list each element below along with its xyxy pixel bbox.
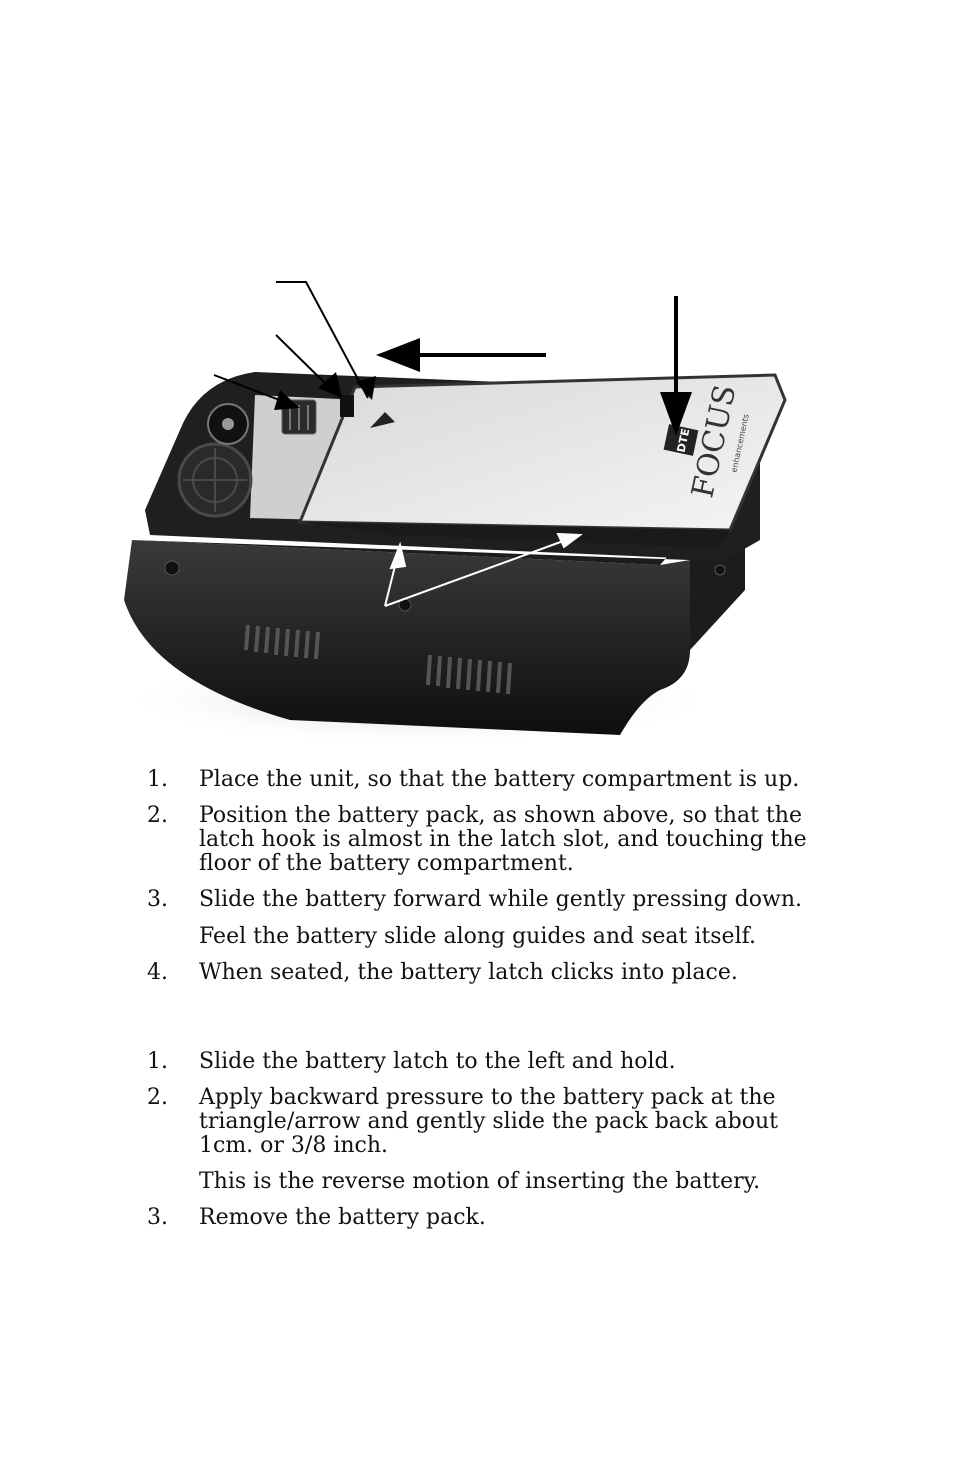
vent-left bbox=[244, 624, 320, 660]
step-text: Remove the battery pack. bbox=[199, 1205, 486, 1230]
step-text: Apply backward pressure to the battery p… bbox=[199, 1085, 779, 1158]
remove-note: This is the reverse motion of inserting … bbox=[199, 1169, 761, 1194]
step-number: 3. bbox=[147, 1205, 168, 1230]
step-text: Place the unit, so that the battery comp… bbox=[199, 767, 800, 792]
step-number: 1. bbox=[147, 1049, 168, 1074]
step-number: 3. bbox=[147, 887, 168, 912]
device-base bbox=[124, 540, 690, 735]
step-text: When seated, the battery latch clicks in… bbox=[199, 960, 738, 985]
callout-arrowheads bbox=[274, 372, 376, 410]
dte-logo: DTE bbox=[675, 427, 693, 453]
battery-pack bbox=[297, 373, 787, 532]
step-number: 2. bbox=[147, 803, 168, 828]
step-number: 4. bbox=[147, 960, 168, 985]
latch-hook bbox=[340, 395, 354, 417]
step-text: Position the battery pack, as shown abov… bbox=[199, 803, 807, 876]
step-number: 2. bbox=[147, 1085, 168, 1110]
battery-installation-figure: DTE FOCUS enhancements bbox=[120, 281, 787, 745]
dte-logo-box bbox=[663, 424, 699, 456]
slide-arrow-head bbox=[376, 338, 420, 372]
step-text: Slide the battery latch to the left and … bbox=[199, 1049, 676, 1074]
step-number: 1. bbox=[147, 767, 168, 792]
press-arrow-head bbox=[660, 392, 692, 436]
pack-triangle bbox=[370, 412, 395, 428]
guide-arrows bbox=[384, 532, 583, 607]
step-text: Slide the battery forward while gently p… bbox=[199, 887, 803, 912]
insert-note: Feel the battery slide along guides and … bbox=[199, 924, 756, 949]
vent-right bbox=[426, 654, 512, 695]
